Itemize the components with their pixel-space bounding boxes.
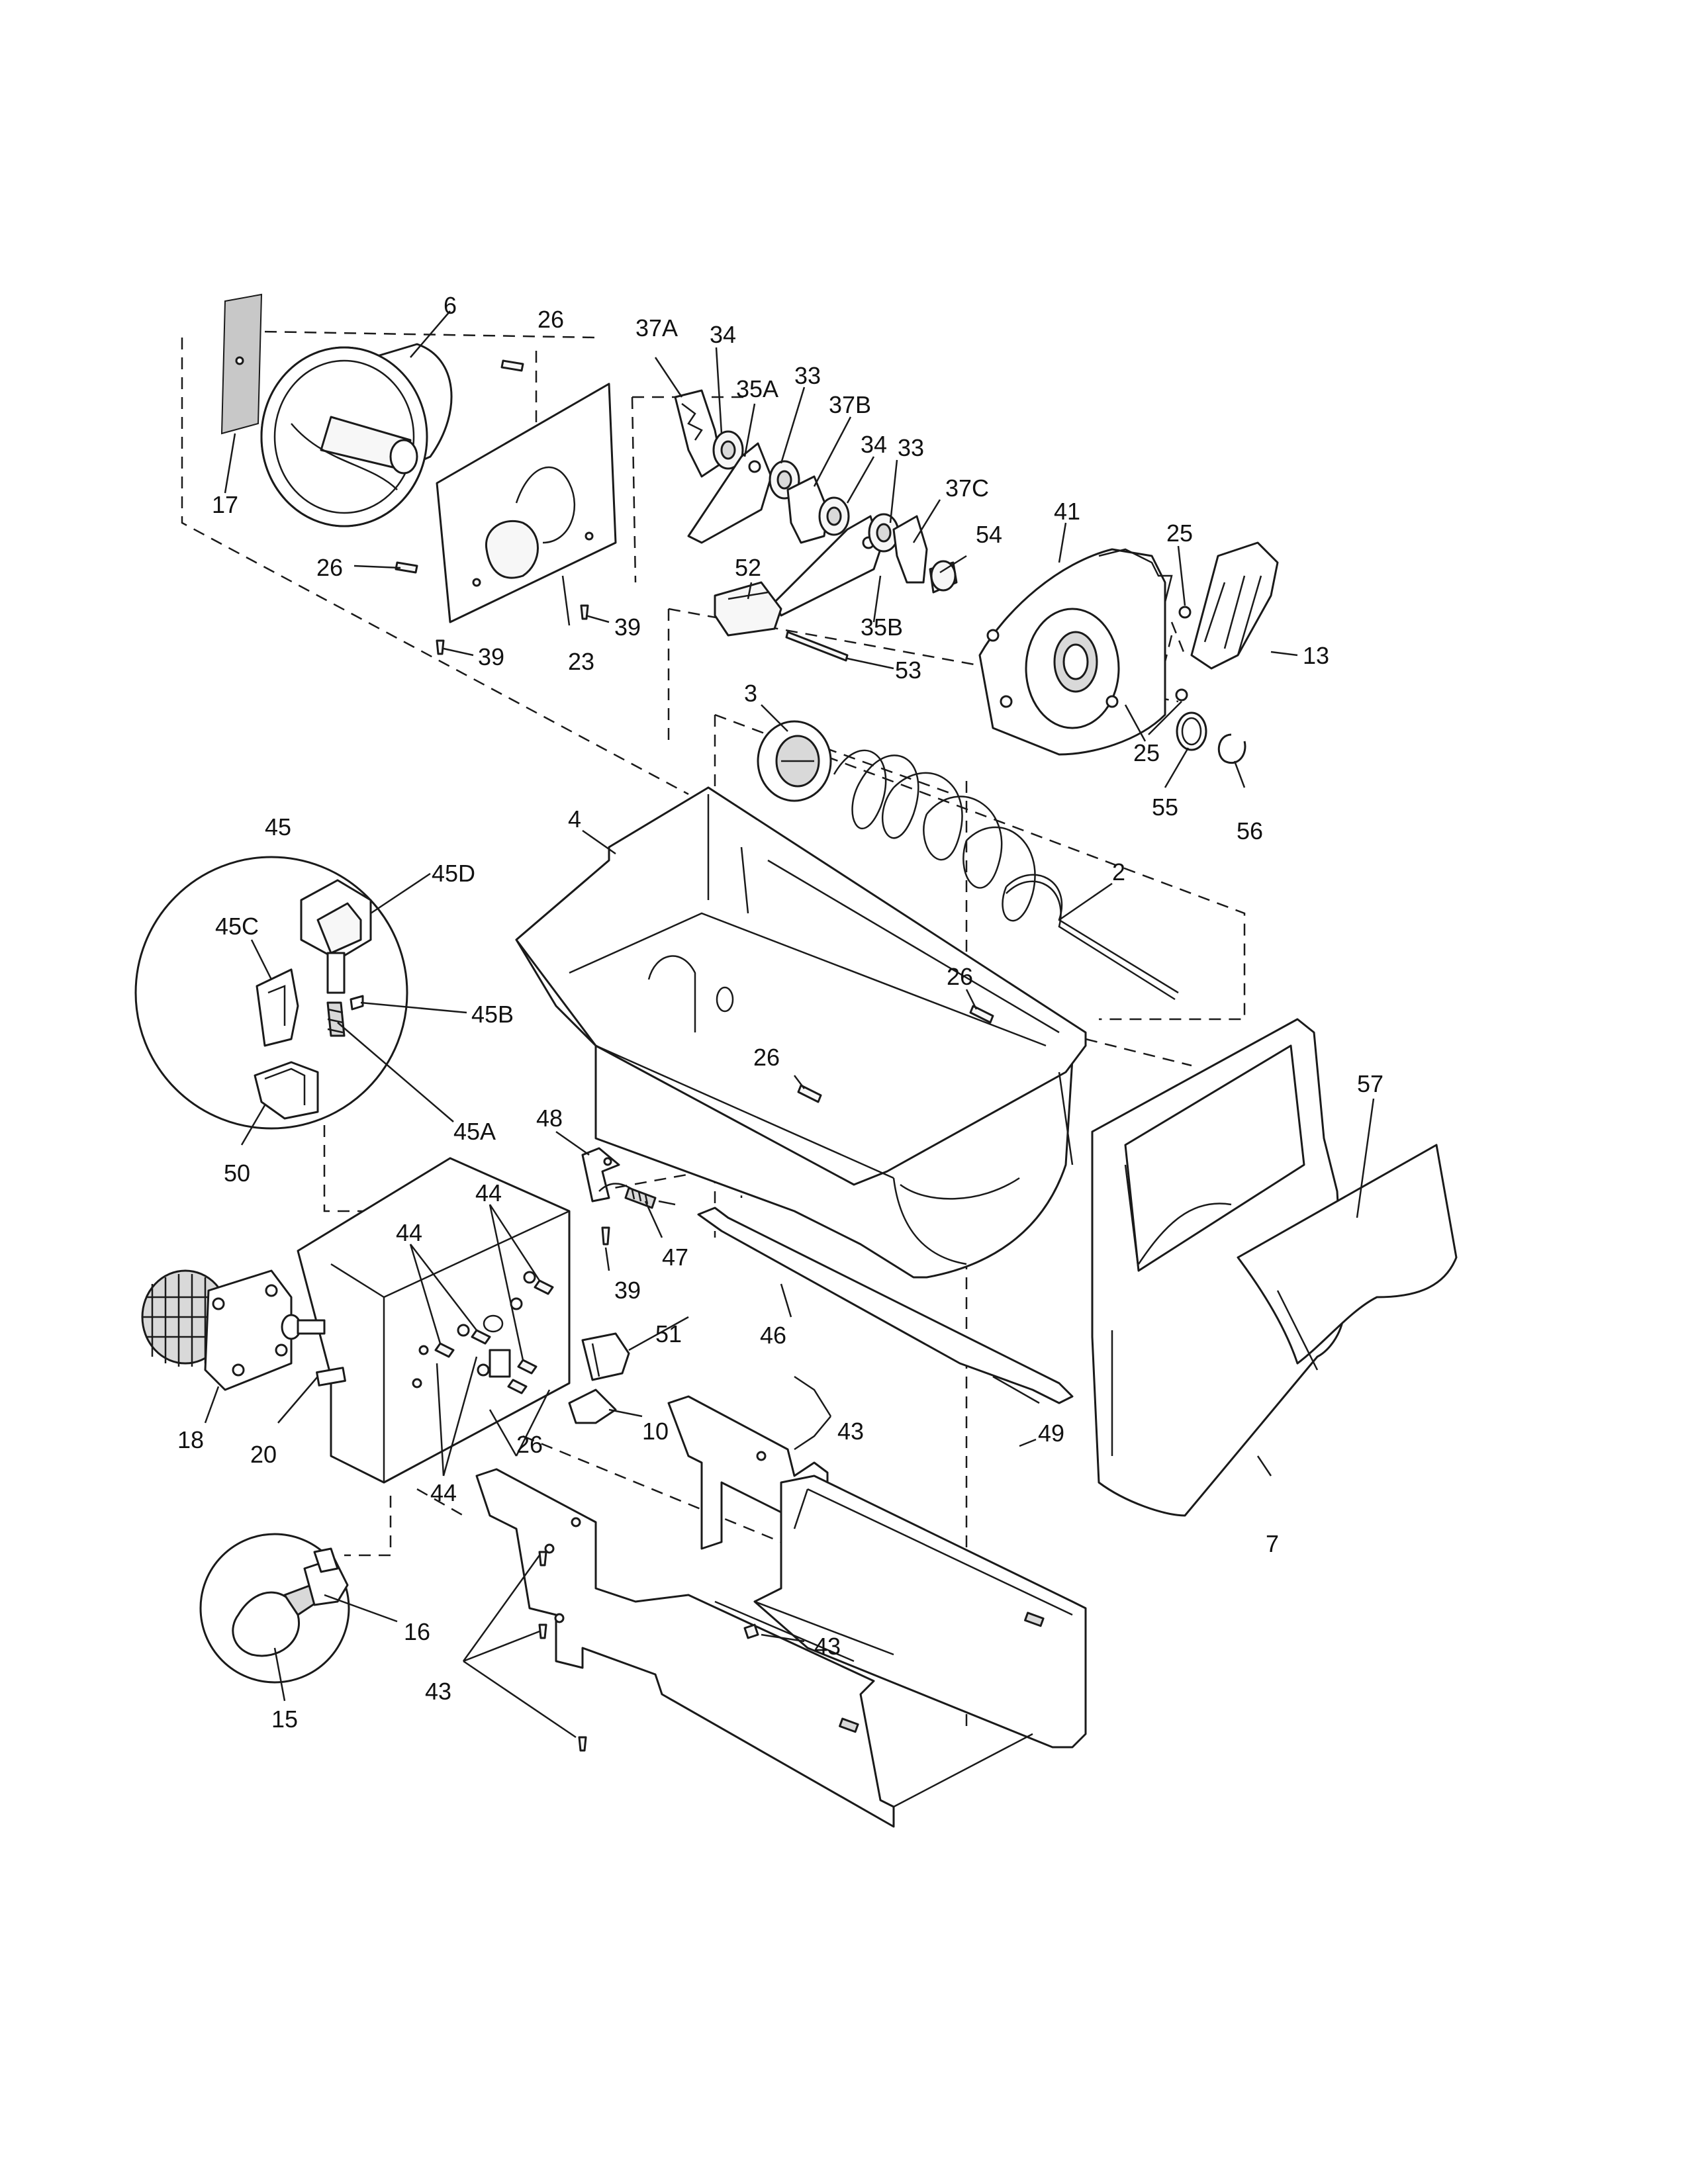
callout-45a: 45A bbox=[453, 1118, 496, 1145]
callout-4: 4 bbox=[568, 805, 581, 833]
callout-50: 50 bbox=[224, 1160, 250, 1187]
screws-25 bbox=[1105, 606, 1192, 708]
part-13-chute bbox=[1190, 541, 1279, 670]
callout-54: 54 bbox=[976, 521, 1002, 548]
callout-45d: 45D bbox=[432, 860, 475, 887]
callout-25: 25 bbox=[1133, 739, 1160, 766]
leader-lines bbox=[204, 310, 1375, 1739]
part-49-pan bbox=[475, 1468, 1087, 1828]
callout-43: 43 bbox=[425, 1678, 451, 1705]
callout-45b: 45B bbox=[471, 1001, 514, 1028]
callout-45: 45 bbox=[265, 813, 291, 841]
part-3-collar bbox=[757, 720, 832, 802]
callout-33: 33 bbox=[898, 434, 924, 461]
part-18-motor bbox=[141, 1269, 326, 1391]
callout-20: 20 bbox=[250, 1441, 277, 1468]
callout-39: 39 bbox=[614, 1277, 641, 1304]
screws-44 bbox=[434, 1279, 554, 1394]
callout-48: 48 bbox=[536, 1105, 563, 1132]
callout-10: 10 bbox=[642, 1418, 669, 1445]
callout-23: 23 bbox=[568, 648, 594, 675]
callout-15: 15 bbox=[271, 1706, 298, 1733]
callout-34: 34 bbox=[710, 321, 736, 348]
callout-45c: 45C bbox=[215, 913, 259, 940]
callout-56: 56 bbox=[1237, 817, 1263, 844]
callout-26: 26 bbox=[316, 554, 343, 581]
callout-33: 33 bbox=[794, 362, 821, 389]
part-23-plate bbox=[436, 383, 617, 623]
callout-37b: 37B bbox=[829, 391, 871, 418]
callout-43: 43 bbox=[837, 1418, 864, 1445]
part-6-drum bbox=[260, 343, 453, 527]
callout-46: 46 bbox=[760, 1322, 786, 1349]
callout-25: 25 bbox=[1166, 520, 1193, 547]
part-4-ice-bucket bbox=[515, 786, 1087, 1279]
callout-35a: 35A bbox=[736, 375, 778, 402]
callout-37a: 37A bbox=[635, 314, 678, 341]
part-15-16-lamp-detail bbox=[199, 1533, 350, 1684]
callout-39: 39 bbox=[478, 643, 504, 670]
part-17-strip bbox=[220, 293, 263, 435]
callout-57: 57 bbox=[1357, 1070, 1383, 1097]
callout-44: 44 bbox=[430, 1479, 457, 1506]
callout-44: 44 bbox=[396, 1219, 422, 1246]
callout-3: 3 bbox=[744, 680, 757, 707]
part-41-housing bbox=[978, 548, 1173, 756]
callout-17: 17 bbox=[212, 491, 238, 518]
rings-55-56 bbox=[1176, 711, 1246, 764]
screw-39-lower bbox=[601, 1226, 610, 1246]
callout-44: 44 bbox=[475, 1179, 502, 1206]
callout-47: 47 bbox=[662, 1244, 688, 1271]
callout-39: 39 bbox=[614, 614, 641, 641]
callout-26: 26 bbox=[947, 963, 973, 990]
parts-48-47-46-linkage bbox=[581, 1147, 1074, 1404]
callout-41: 41 bbox=[1054, 498, 1080, 525]
callout-51: 51 bbox=[655, 1320, 682, 1347]
screws-26-bucket bbox=[797, 1005, 994, 1103]
callout-53: 53 bbox=[895, 657, 921, 684]
callout-16: 16 bbox=[404, 1618, 430, 1645]
callout-52: 52 bbox=[735, 554, 761, 581]
cam-stack bbox=[674, 389, 958, 617]
callout-35b: 35B bbox=[861, 614, 903, 641]
part-52-53 bbox=[714, 581, 849, 662]
callout-7: 7 bbox=[1266, 1530, 1279, 1557]
part-7-57-door bbox=[1091, 1018, 1458, 1517]
callout-55: 55 bbox=[1152, 794, 1178, 821]
callout-2: 2 bbox=[1112, 858, 1125, 886]
callout-labels: 6 26 37A 34 35A 33 37B 34 33 37C 41 25 5… bbox=[177, 292, 1383, 1733]
callout-26: 26 bbox=[538, 306, 564, 333]
callout-13: 13 bbox=[1303, 642, 1329, 669]
part-45-detail bbox=[134, 856, 408, 1130]
callout-49: 49 bbox=[1038, 1420, 1064, 1447]
callout-37c: 37C bbox=[945, 475, 989, 502]
callout-18: 18 bbox=[177, 1426, 204, 1453]
screws-43-lower bbox=[538, 1551, 759, 1752]
callout-26: 26 bbox=[753, 1044, 780, 1071]
parts-51-10 bbox=[568, 1332, 630, 1424]
callout-43: 43 bbox=[814, 1633, 841, 1660]
callout-6: 6 bbox=[444, 292, 457, 319]
callout-26: 26 bbox=[516, 1431, 543, 1458]
callout-34: 34 bbox=[861, 431, 887, 458]
